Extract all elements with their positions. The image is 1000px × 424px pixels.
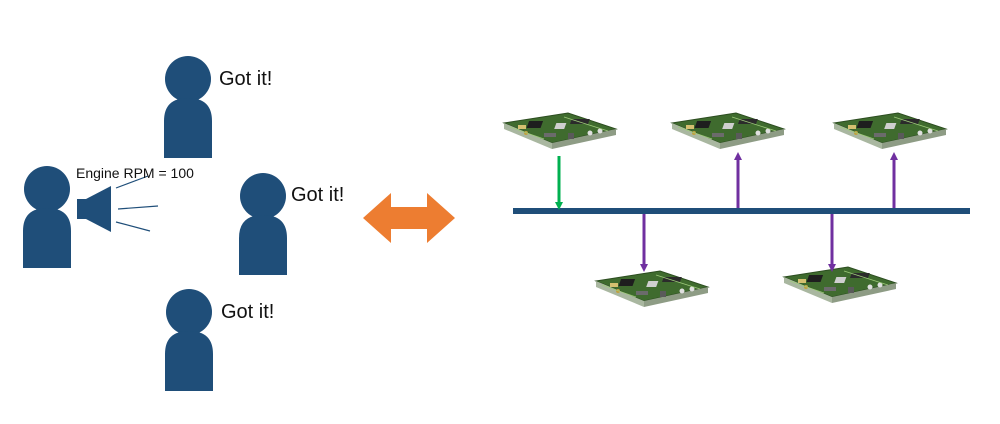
- speaker-group: Engine RPM = 100: [23, 165, 194, 268]
- speaker-person-icon: [23, 166, 71, 268]
- listener-1: Got it!: [164, 56, 272, 158]
- circuit-board-icon: [783, 266, 897, 304]
- sound-lines: [115, 175, 159, 232]
- listener-person-icon: [239, 173, 287, 275]
- listener-reply: Got it!: [291, 184, 344, 206]
- listener-person-icon: [164, 56, 212, 158]
- circuit-board-icon: [595, 270, 709, 308]
- circuit-board-icon: [503, 112, 617, 150]
- megaphone-icon: [77, 186, 111, 232]
- speaker-message: Engine RPM = 100: [76, 165, 194, 181]
- listener-3: Got it!: [165, 289, 274, 391]
- listener-2: Got it!: [239, 173, 344, 275]
- circuit-board-icon: [833, 112, 947, 150]
- circuit-board-icon: [671, 112, 785, 150]
- double-arrow-icon: [363, 193, 455, 243]
- listener-reply: Got it!: [219, 68, 272, 90]
- listener-person-icon: [165, 289, 213, 391]
- listener-reply: Got it!: [221, 301, 274, 323]
